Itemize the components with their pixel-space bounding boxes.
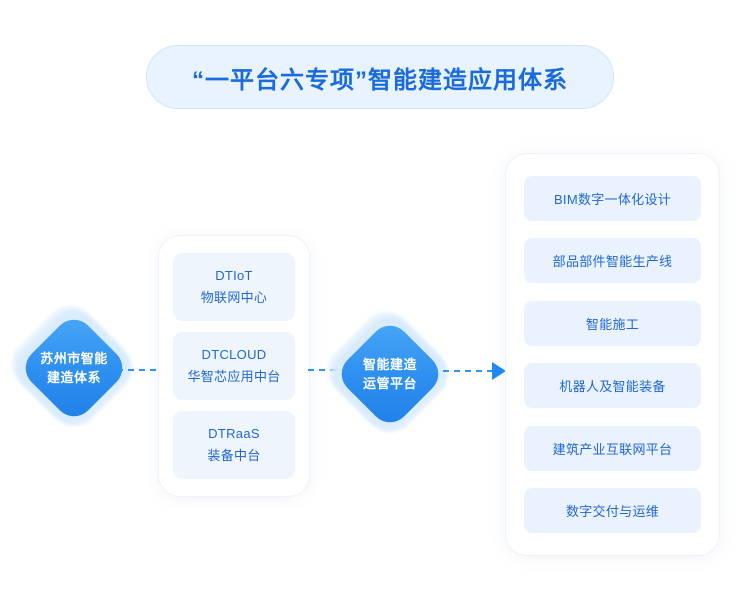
node-label: 苏州市智能 建造体系 [22,316,126,420]
mid-item-title: DTIoT [215,268,253,283]
mid-item-subtitle: 装备中台 [207,448,261,463]
node-label: 智能建造 运管平台 [338,322,442,426]
mid-item-title: DTCLOUD [201,347,267,362]
list-item-label: 数字交付与运维 [565,503,660,519]
node-label-line1: 智能建造 [362,357,417,372]
connector-left-to-middle [117,369,161,371]
list-item-label: BIM数字一体化设计 [553,192,672,207]
list-item[interactable]: 智能施工 [524,300,701,346]
list-item[interactable]: 机器人及智能装备 [524,363,701,409]
connector-platform-to-applications [432,370,494,372]
node-suzhou-intelligent-construction-system[interactable]: 苏州市智能 建造体系 [2,296,142,436]
page-title: “一平台六专项”智能建造应用体系 [192,66,568,94]
node-label-line1: 苏州市智能 [40,351,108,366]
list-item[interactable]: 部品部件智能生产线 [524,238,701,284]
middle-platform-card: DTIoT 物联网中心 DTCLOUD 华智芯应用中台 DTRaaS 装备中台 [158,235,310,497]
list-item-label: 智能施工 [585,316,640,332]
node-label-line2: 运管平台 [362,376,417,391]
title-pill: “一平台六专项”智能建造应用体系 [146,45,614,109]
list-item[interactable]: 数字交付与运维 [524,487,701,533]
mid-item-subtitle: 物联网中心 [200,290,268,305]
list-item-label: 部品部件智能生产线 [552,254,673,270]
mid-item-subtitle: 华智芯应用中台 [187,369,281,384]
applications-panel: BIM数字一体化设计 部品部件智能生产线 智能施工 机器人及智能装备 建筑产业互… [505,153,720,556]
list-item[interactable]: DTIoT 物联网中心 [173,253,295,321]
list-item-label: 建筑产业互联网平台 [552,441,673,457]
list-item-label: 机器人及智能装备 [559,379,666,395]
node-intelligent-construction-platform[interactable]: 智能建造 运管平台 [318,302,458,442]
list-item[interactable]: DTCLOUD 华智芯应用中台 [173,332,295,400]
mid-item-title: DTRaaS [208,426,260,441]
list-item[interactable]: DTRaaS 装备中台 [173,411,295,479]
list-item[interactable]: 建筑产业互联网平台 [524,425,701,471]
node-label-line2: 建造体系 [46,370,101,385]
list-item[interactable]: BIM数字一体化设计 [524,176,701,221]
arrow-right-icon [492,362,506,380]
